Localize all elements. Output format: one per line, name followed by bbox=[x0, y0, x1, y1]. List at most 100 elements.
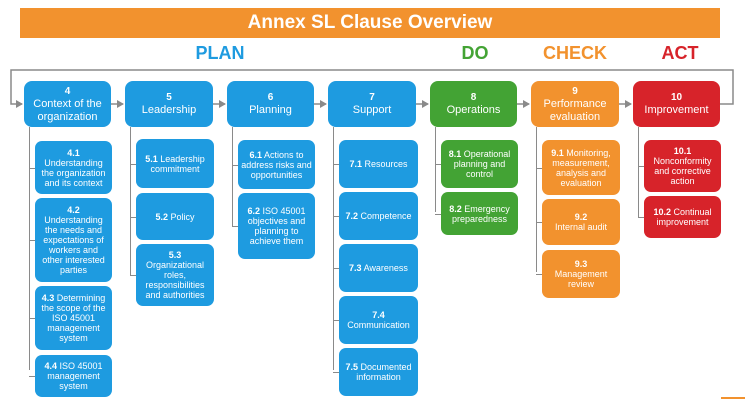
connector-branch bbox=[130, 216, 136, 218]
clause-4.4-number: 4.4 bbox=[44, 361, 57, 371]
clause-8-number: 8 bbox=[470, 92, 477, 103]
clause-8.1-box: 8.1 Operational planning and control bbox=[441, 140, 518, 188]
clause-10.1-number: 10.1 bbox=[673, 146, 692, 156]
clause-9.1-number: 9.1 bbox=[551, 147, 564, 158]
clause-4.1-box: 4.1 Understanding the organization and i… bbox=[35, 141, 112, 194]
clause-4-box: 4 Context of the organization bbox=[24, 81, 111, 127]
clause-6-box: 6 Planning bbox=[227, 81, 314, 127]
connector-branch bbox=[536, 167, 542, 169]
connector-branch bbox=[536, 274, 542, 275]
clause-5.3-number: 5.3 bbox=[168, 250, 182, 260]
connector-branch bbox=[638, 217, 644, 218]
clause-7.5-text: Documented information bbox=[356, 362, 412, 382]
clause-8.2-box: 8.2 Emergency preparedness bbox=[441, 192, 518, 235]
clause-7.5-number: 7.5 bbox=[345, 362, 358, 372]
clause-4.2-text: Understanding the needs and expectations… bbox=[42, 215, 105, 275]
phase-label-plan: PLAN bbox=[195, 43, 245, 63]
clause-4.2-number: 4.2 bbox=[67, 205, 80, 215]
clause-5.3-text: Organizational roles, responsibilities a… bbox=[145, 260, 205, 300]
clause-9.1-text: Monitoring, measurement, analysis and ev… bbox=[552, 147, 611, 188]
clause-4.2-box: 4.2 Understanding the needs and expectat… bbox=[35, 198, 112, 282]
connector-branch bbox=[333, 372, 339, 373]
connector-line bbox=[232, 127, 233, 227]
clause-10.2-text: Continual improvement bbox=[656, 207, 712, 227]
phase-label-act: ACT bbox=[661, 43, 699, 63]
connector-branch bbox=[232, 226, 238, 227]
clause-5.2-box: 5.2 Policy bbox=[136, 193, 214, 240]
clause-9.3-number: 9.3 bbox=[574, 259, 588, 269]
clause-6.2-box: 6.2 ISO 45001 objectives and planning to… bbox=[238, 193, 315, 259]
clause-5-number: 5 bbox=[166, 92, 172, 103]
clause-10.1-text: Nonconformity and corrective action bbox=[653, 156, 712, 186]
connector-branch bbox=[435, 164, 441, 165]
clause-9.2-text: Internal audit bbox=[554, 222, 608, 232]
clause-7.1-number: 7.1 bbox=[349, 159, 362, 169]
clause-9-number: 9 bbox=[572, 85, 578, 97]
clause-10.2-number: 10.2 bbox=[653, 207, 671, 217]
clause-7.4-text: Communication bbox=[347, 320, 410, 330]
clause-4.1-text: Understanding the organization and its c… bbox=[41, 157, 106, 188]
clause-8-box: 8 Operations bbox=[430, 81, 517, 127]
connector-branch bbox=[333, 268, 339, 269]
clause-5-box: 5 Leadership bbox=[125, 81, 213, 127]
phase-label-do: DO bbox=[461, 43, 489, 63]
clause-9.2-number: 9.2 bbox=[574, 212, 588, 222]
clause-7-number: 7 bbox=[369, 92, 375, 103]
clause-10.2-box: 10.2 Continual improvement bbox=[644, 196, 721, 238]
connector-branch bbox=[29, 167, 35, 169]
connector-line bbox=[130, 127, 131, 275]
connector-branch bbox=[333, 216, 339, 217]
clause-6.1-box: 6.1 Actions to address risks and opportu… bbox=[238, 140, 315, 189]
clause-7.3-text: Awareness bbox=[363, 263, 408, 273]
clause-7.2-box: 7.2 Competence bbox=[339, 192, 418, 240]
clause-8.1-number: 8.1 bbox=[448, 149, 462, 159]
clause-7.3-number: 7.3 bbox=[349, 263, 362, 273]
clause-5-title: Leadership bbox=[141, 104, 197, 116]
clause-9-title: Performance evaluation bbox=[543, 97, 607, 123]
clause-9-box: 9 Performance evaluation bbox=[531, 81, 619, 127]
clause-6.1-text: Actions to address risks and opportuniti… bbox=[241, 149, 312, 180]
clause-4.3-box: 4.3 Determining the scope of the ISO 450… bbox=[35, 286, 112, 350]
connector-line bbox=[29, 127, 30, 370]
clause-7.2-number: 7.2 bbox=[345, 211, 358, 221]
clause-10.1-box: 10.1 Nonconformity and corrective action bbox=[644, 140, 721, 192]
connector-line bbox=[333, 127, 334, 370]
connector-branch bbox=[435, 213, 441, 215]
connector-line bbox=[638, 127, 639, 217]
clause-4.4-text: ISO 45001 management system bbox=[47, 361, 103, 391]
clause-5.2-text: Policy bbox=[170, 211, 195, 222]
clause-9.1-box: 9.1 Monitoring, measurement, analysis an… bbox=[542, 140, 620, 195]
clause-5.1-text: Leadership commitment bbox=[150, 153, 205, 174]
clause-7.5-box: 7.5 Documented information bbox=[339, 348, 418, 396]
connector-branch bbox=[638, 166, 644, 167]
clause-6.2-text: ISO 45001 objectives and planning to ach… bbox=[247, 206, 306, 246]
clause-7-title: Support bbox=[352, 104, 392, 116]
connector-line bbox=[536, 127, 537, 272]
connector-branch bbox=[29, 318, 35, 319]
clause-8.2-number: 8.2 bbox=[449, 203, 462, 214]
clause-4-number: 4 bbox=[64, 85, 71, 97]
accent-line bbox=[721, 397, 745, 399]
clause-4.1-number: 4.1 bbox=[67, 147, 80, 158]
connector-branch bbox=[29, 376, 35, 377]
clause-7.2-text: Competence bbox=[360, 211, 412, 221]
clause-6.2-number: 6.2 bbox=[247, 206, 260, 216]
connector-branch bbox=[232, 164, 238, 166]
clause-8.1-text: Operational planning and control bbox=[453, 149, 511, 179]
clause-6-number: 6 bbox=[267, 92, 274, 103]
clause-10-box: 10 Improvement bbox=[633, 81, 720, 127]
clause-5.3-box: 5.3 Organizational roles, responsibiliti… bbox=[136, 244, 214, 306]
clause-6.1-number: 6.1 bbox=[249, 149, 262, 160]
clause-7-box: 7 Support bbox=[328, 81, 416, 127]
clause-7.4-box: 7.4 Communication bbox=[339, 296, 418, 344]
connector-line bbox=[435, 127, 436, 212]
connector-branch bbox=[333, 164, 339, 165]
connector-branch bbox=[333, 320, 339, 321]
clause-4.3-text: Determining the scope of the ISO 45001 m… bbox=[41, 293, 106, 343]
connector-branch bbox=[130, 275, 136, 276]
clause-5.1-number: 5.1 bbox=[145, 153, 158, 164]
clause-7.1-box: 7.1 Resources bbox=[339, 140, 418, 188]
clause-6-title: Planning bbox=[249, 104, 292, 116]
connector-branch bbox=[536, 222, 542, 223]
